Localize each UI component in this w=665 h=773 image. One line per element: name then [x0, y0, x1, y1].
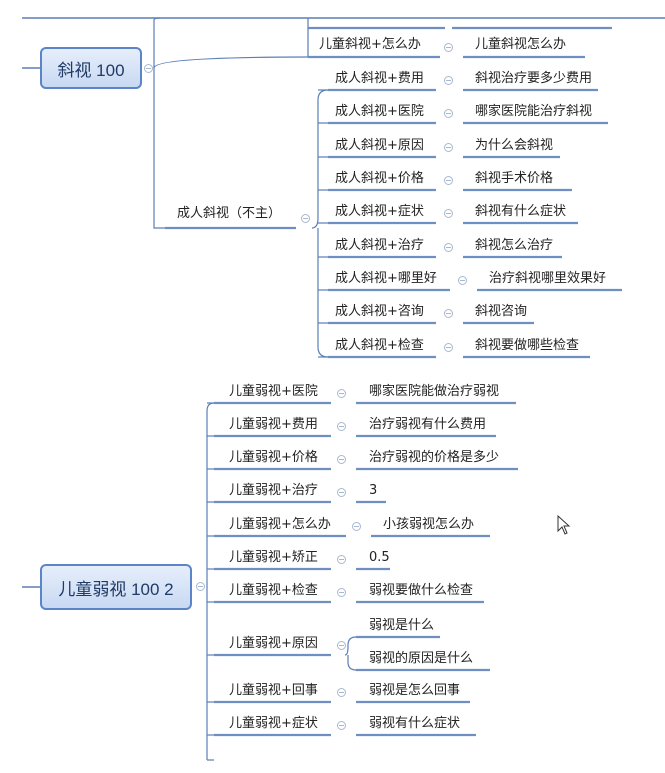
adult-item-leaf[interactable]: 斜视要做哪些检查 — [475, 338, 580, 353]
amblyopia-item-leaf[interactable]: 弱视要做什么检查 — [369, 583, 474, 598]
leaf-kids-how[interactable]: 儿童斜视怎么办 — [475, 37, 567, 52]
connector-line — [311, 89, 329, 229]
adult-item-key[interactable]: 成人斜视+原因 — [335, 138, 424, 153]
collapse-toggle-icon[interactable] — [458, 276, 467, 285]
adult-item-leaf[interactable]: 治疗斜视哪里效果好 — [489, 271, 607, 286]
collapse-toggle-icon[interactable] — [337, 688, 346, 697]
collapse-toggle-icon[interactable] — [444, 76, 453, 85]
amblyopia-item-key[interactable]: 儿童弱视+矫正 — [229, 550, 318, 565]
collapse-toggle-icon[interactable] — [444, 176, 453, 185]
connector-line — [317, 228, 329, 358]
adult-item-leaf[interactable]: 斜视咨询 — [475, 304, 528, 319]
amblyopia-item-key[interactable]: 儿童弱视+医院 — [229, 384, 318, 399]
amblyopia-item-key[interactable]: 儿童弱视+治疗 — [229, 483, 318, 498]
amblyopia-item-key[interactable]: 儿童弱视+价格 — [229, 450, 318, 465]
connector-line — [344, 636, 357, 656]
adult-item-key[interactable]: 成人斜视+价格 — [335, 171, 424, 186]
adult-item-leaf[interactable]: 斜视有什么症状 — [475, 204, 567, 219]
adult-item-leaf[interactable]: 斜视治疗要多少费用 — [475, 71, 593, 86]
collapse-toggle-icon[interactable] — [444, 343, 453, 352]
adult-item-key[interactable]: 成人斜视+症状 — [335, 204, 424, 219]
collapse-toggle-icon[interactable] — [144, 64, 153, 73]
topic-label: 儿童弱视 100 2 — [58, 579, 174, 599]
amblyopia-item-leaf[interactable]: 0.5 — [369, 550, 390, 565]
mouse-cursor-icon — [557, 515, 571, 535]
connector-line — [153, 56, 309, 69]
topic-strabismus[interactable]: 斜视 100 — [40, 47, 142, 89]
amblyopia-item-key[interactable]: 儿童弱视+原因 — [229, 636, 318, 651]
collapse-toggle-icon[interactable] — [337, 641, 346, 650]
collapse-toggle-icon[interactable] — [444, 43, 453, 52]
collapse-toggle-icon[interactable] — [352, 522, 361, 531]
collapse-toggle-icon[interactable] — [337, 488, 346, 497]
amblyopia-item-key[interactable]: 儿童弱视+费用 — [229, 417, 318, 432]
adult-item-key[interactable]: 成人斜视+咨询 — [335, 304, 424, 319]
adult-item-key[interactable]: 成人斜视+医院 — [335, 104, 424, 119]
amblyopia-item-leaf[interactable]: 小孩弱视怎么办 — [383, 517, 475, 532]
amblyopia-item-leaf[interactable]: 治疗弱视的价格是多少 — [369, 450, 500, 465]
adult-item-key[interactable]: 成人斜视+治疗 — [335, 238, 424, 253]
amblyopia-item-leaf[interactable]: 弱视是什么 — [369, 618, 435, 633]
amblyopia-item-key[interactable]: 儿童弱视+怎么办 — [229, 517, 331, 532]
connector-line — [347, 655, 357, 671]
collapse-toggle-icon[interactable] — [337, 389, 346, 398]
amblyopia-item-key[interactable]: 儿童弱视+回事 — [229, 683, 318, 698]
adult-item-leaf[interactable]: 为什么会斜视 — [475, 138, 554, 153]
connector-line — [153, 68, 165, 229]
collapse-toggle-icon[interactable] — [444, 209, 453, 218]
amblyopia-item-key[interactable]: 儿童弱视+检查 — [229, 583, 318, 598]
collapse-toggle-icon[interactable] — [301, 214, 310, 223]
amblyopia-item-leaf[interactable]: 弱视的原因是什么 — [369, 651, 474, 666]
collapse-toggle-icon[interactable] — [196, 582, 205, 591]
collapse-toggle-icon[interactable] — [444, 309, 453, 318]
collapse-toggle-icon[interactable] — [337, 422, 346, 431]
collapse-toggle-icon[interactable] — [444, 109, 453, 118]
adult-item-leaf[interactable]: 斜视手术价格 — [475, 171, 554, 186]
collapse-toggle-icon[interactable] — [337, 555, 346, 564]
topic-amblyopia[interactable]: 儿童弱视 100 2 — [40, 564, 192, 610]
branch-adult-group-label[interactable]: 成人斜视（不主） — [177, 206, 282, 221]
collapse-toggle-icon[interactable] — [337, 455, 346, 464]
collapse-toggle-icon[interactable] — [444, 143, 453, 152]
collapse-toggle-icon[interactable] — [337, 721, 346, 730]
adult-item-key[interactable]: 成人斜视+检查 — [335, 338, 424, 353]
adult-item-key[interactable]: 成人斜视+哪里好 — [335, 271, 437, 286]
connector-line — [307, 18, 445, 29]
collapse-toggle-icon[interactable] — [337, 588, 346, 597]
connector-line — [206, 402, 215, 587]
connector-line — [153, 17, 161, 68]
adult-item-leaf[interactable]: 斜视怎么治疗 — [475, 238, 554, 253]
adult-item-leaf[interactable]: 哪家医院能治疗斜视 — [475, 104, 593, 119]
amblyopia-item-leaf[interactable]: 弱视是怎么回事 — [369, 683, 461, 698]
collapse-toggle-icon[interactable] — [444, 243, 453, 252]
amblyopia-item-leaf[interactable]: 3 — [369, 483, 378, 498]
amblyopia-item-leaf[interactable]: 弱视有什么症状 — [369, 716, 461, 731]
amblyopia-item-key[interactable]: 儿童弱视+症状 — [229, 716, 318, 731]
topic-label: 斜视 100 — [57, 60, 125, 80]
branch-kids-how-label[interactable]: 儿童斜视+怎么办 — [319, 37, 421, 52]
adult-item-key[interactable]: 成人斜视+费用 — [335, 71, 424, 86]
amblyopia-item-leaf[interactable]: 哪家医院能做治疗弱视 — [369, 384, 500, 399]
amblyopia-item-leaf[interactable]: 治疗弱视有什么费用 — [369, 417, 487, 432]
